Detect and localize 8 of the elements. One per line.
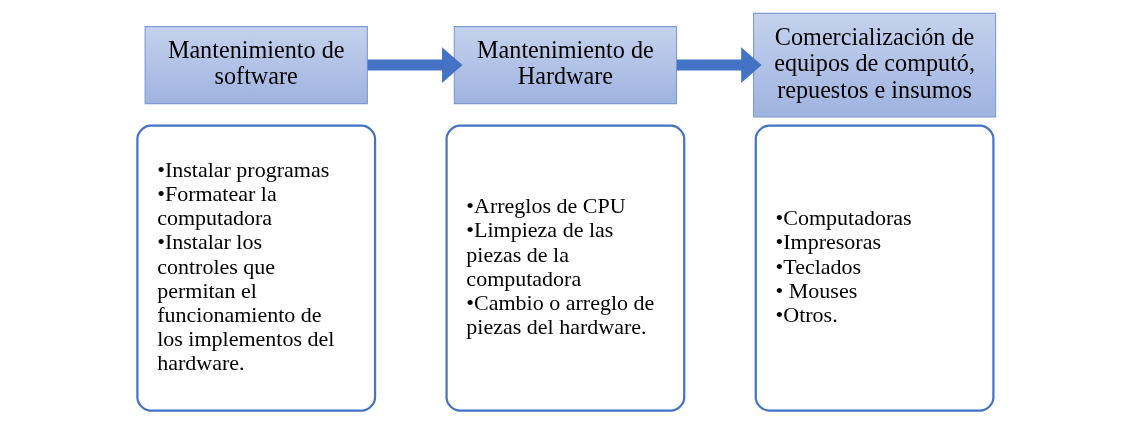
- arrow: [367, 46, 462, 83]
- arrow: [676, 46, 762, 83]
- node-box: Mantenimiento de Hardware: [453, 25, 677, 104]
- node-box: •Arreglos de CPU •Limpieza de las piezas de la computadora •Cambio o arreglo de piezas del hardware.: [444, 124, 685, 412]
- node-box: Mantenimiento de software: [144, 25, 368, 104]
- node-box: •Instalar programas •Formatear la computadora •Instalar los controles que permitan el funcionamiento de los implementos del hardware.: [135, 124, 376, 412]
- node-box: •Computadoras •Impresoras •Teclados • Mouses •Otros.: [754, 124, 994, 412]
- node-box: Comercialización de equipos de computó, repuestos e insumos: [752, 12, 996, 117]
